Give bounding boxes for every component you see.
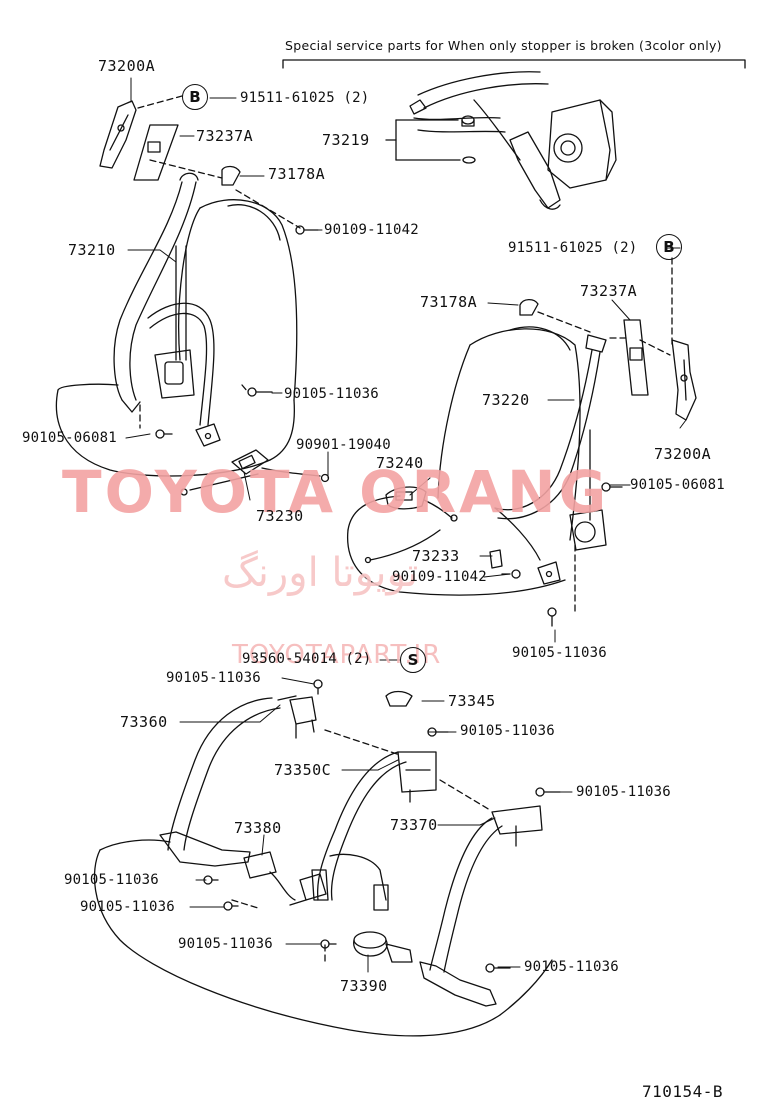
label-73220: 73220 xyxy=(482,391,530,409)
anchor-73360 xyxy=(289,696,317,739)
dash-rear xyxy=(231,729,491,963)
callout-circle-b-right: B xyxy=(656,234,682,260)
header-note: Special service parts for When only stop… xyxy=(285,38,722,53)
belt-73350C xyxy=(311,751,407,911)
anchor-plate-73200A-right xyxy=(671,339,697,421)
label-73240: 73240 xyxy=(376,454,424,472)
belt-73220 xyxy=(494,334,607,561)
label-90109-mid: 90109-11042 xyxy=(392,569,487,585)
label-90105-11036-e: 90105-11036 xyxy=(576,784,671,800)
label-73200A-top: 73200A xyxy=(98,57,156,75)
retractor-left xyxy=(154,349,195,399)
anchor-73350C xyxy=(397,751,437,803)
cover-73237A-left xyxy=(133,124,179,181)
label-90109-top: 90109-11042 xyxy=(324,222,419,238)
label-90105-11036-d: 90105-11036 xyxy=(460,723,555,739)
cap-73178A-left xyxy=(221,165,241,186)
belt-73370 xyxy=(419,817,503,1007)
label-93560: 93560-54014 (2) xyxy=(242,651,372,667)
buckle-73380 xyxy=(243,851,327,906)
buckle-73230 xyxy=(180,449,330,496)
buckle-73390 xyxy=(353,931,413,963)
label-91511-top: 91511-61025 (2) xyxy=(240,90,370,106)
bolts-right xyxy=(501,482,623,627)
drawing-code: 710154-B xyxy=(642,1082,724,1101)
label-73178A-top: 73178A xyxy=(268,165,326,183)
label-90105-11036-g: 90105-11036 xyxy=(80,899,175,915)
lower-anchor-right xyxy=(537,561,561,585)
header-bracket xyxy=(282,59,746,69)
bracket-73233 xyxy=(364,529,503,569)
label-73345: 73345 xyxy=(448,692,496,710)
callout-circle-s: S xyxy=(400,647,426,673)
label-90105-11036-i: 90105-11036 xyxy=(524,959,619,975)
label-73219: 73219 xyxy=(322,131,370,149)
anchor-plate-73200A-left xyxy=(99,100,137,169)
label-73233: 73233 xyxy=(412,547,460,565)
dash-left-bottom xyxy=(139,384,249,429)
front-seat-right-outline xyxy=(346,326,581,596)
anchor-73370 xyxy=(491,805,543,847)
retractor-right xyxy=(569,509,607,551)
label-90901: 90901-19040 xyxy=(296,437,391,453)
watermark-persian: تویوتا اورنگ xyxy=(222,550,419,596)
inset-stopper xyxy=(409,71,617,210)
front-seat-left-outline xyxy=(55,199,298,477)
label-73237A-top: 73237A xyxy=(196,127,254,145)
label-73210: 73210 xyxy=(68,241,116,259)
label-73380: 73380 xyxy=(234,819,282,837)
buckle-73240 xyxy=(385,486,458,522)
label-90105-06081-left: 90105-06081 xyxy=(22,430,117,446)
label-90105-11036-f: 90105-11036 xyxy=(64,872,159,888)
cap-73178A-right xyxy=(519,298,539,316)
label-73370: 73370 xyxy=(390,816,438,834)
belt-73210 xyxy=(113,172,215,426)
label-73237A-right: 73237A xyxy=(580,282,638,300)
watermark-brand: TOYOTA ORANG xyxy=(62,458,610,526)
dash-left-top xyxy=(137,95,301,229)
label-73360: 73360 xyxy=(120,713,168,731)
label-73350C: 73350C xyxy=(274,761,332,779)
dash-right-top xyxy=(537,257,673,616)
cover-73345 xyxy=(385,690,413,707)
label-90105-11036-a: 90105-11036 xyxy=(284,386,379,402)
bolts-rear xyxy=(203,679,561,973)
bolts-left xyxy=(155,225,319,439)
label-73390: 73390 xyxy=(340,977,388,995)
label-91511-right: 91511-61025 (2) xyxy=(508,240,638,256)
label-73230: 73230 xyxy=(256,507,304,525)
leader-lines xyxy=(125,77,687,973)
label-90105-11036-h: 90105-11036 xyxy=(178,936,273,952)
cover-73237A-right xyxy=(623,319,649,396)
callout-circle-b-top: B xyxy=(182,84,208,110)
label-90105-06081-right: 90105-06081 xyxy=(630,477,725,493)
label-73178A-right: 73178A xyxy=(420,293,478,311)
label-90105-11036-c: 90105-11036 xyxy=(166,670,261,686)
label-90105-11036-b: 90105-11036 xyxy=(512,645,607,661)
label-73200A-right: 73200A xyxy=(654,445,712,463)
bracket-73219 xyxy=(385,119,461,161)
lower-anchor-left xyxy=(195,423,221,447)
